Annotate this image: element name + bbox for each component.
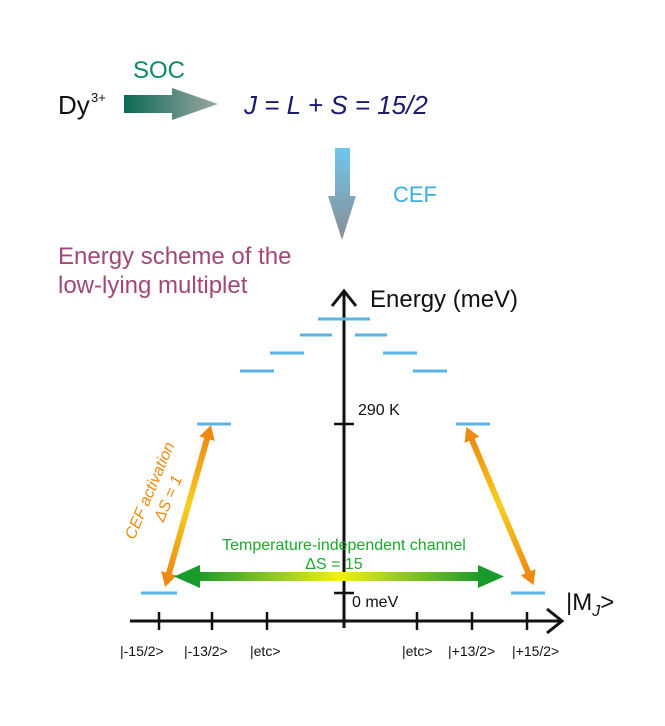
soc-label: SOC [133, 57, 185, 84]
tick-label: |+15/2> [512, 643, 559, 659]
energy-levels [141, 317, 545, 595]
temperature-independent-arrow [174, 565, 504, 588]
tick-label: |-13/2> [184, 643, 228, 659]
cef-activation-label: CEF activation ΔS = 1 [122, 440, 186, 542]
channel-label-line2: ΔS = 15 [305, 556, 362, 573]
cef-activation-arrow-left [161, 425, 215, 587]
tick-label: |-15/2> [120, 643, 164, 659]
mj-axis-arrowhead [546, 607, 565, 635]
temp-label: 290 K [358, 402, 400, 419]
tick-label: |etc> [250, 643, 281, 659]
mj-ticks [157, 612, 529, 630]
mj-axis-label: |MJ> [566, 589, 614, 620]
tick-label: |etc> [402, 643, 433, 659]
cef-activation-arrow-right [464, 426, 536, 586]
energy-axis-label: Energy (meV) [370, 286, 518, 313]
zero-label: 0 meV [352, 594, 399, 611]
cef-label: CEF [393, 182, 437, 207]
ion-label: Dy [58, 90, 90, 120]
channel-label-line1: Temperature-independent channel [222, 537, 466, 554]
soc-arrow [124, 88, 218, 120]
energy-axis-arrowhead [330, 288, 358, 307]
tick-label: |+13/2> [448, 643, 495, 659]
j-equation-label: J = L + S = 15/2 [243, 90, 428, 120]
scheme-title-line1: Energy scheme of the [58, 243, 291, 270]
scheme-title-line2: low-lying multiplet [58, 272, 248, 299]
cef-arrow [328, 148, 356, 240]
ion-charge-label: 3+ [91, 90, 106, 105]
